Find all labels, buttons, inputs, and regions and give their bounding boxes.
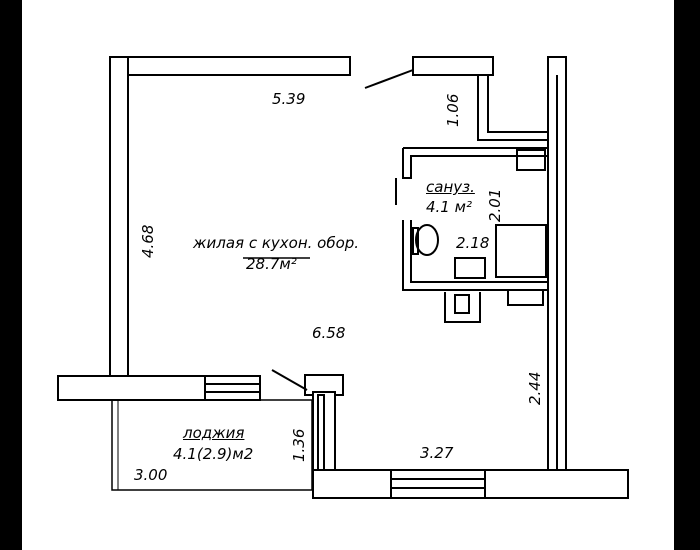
bathroom-area: 4.1 м² — [426, 198, 472, 216]
loggia-wall-left — [57, 375, 209, 401]
dim-bottom-width: 3.27 — [420, 444, 454, 462]
balcony-door — [204, 375, 261, 401]
sink-icon — [454, 257, 486, 279]
living-room-area: 28.7м² — [246, 255, 297, 273]
dim-loggia-depth: 1.36 — [290, 428, 308, 462]
dim-left-height: 4.68 — [139, 224, 157, 258]
dim-right-lower: 2.44 — [526, 371, 544, 405]
bathroom-lower-wall — [402, 220, 548, 291]
dim-bathroom-width: 2.18 — [456, 234, 490, 252]
dim-loggia-width: 3.00 — [134, 466, 168, 484]
kitchen-sink-icon — [444, 292, 481, 323]
bottom-wall-right — [484, 469, 629, 499]
loggia-door-swing — [271, 369, 308, 391]
bottom-window — [389, 469, 486, 499]
bathroom-name: сануз. — [426, 178, 475, 196]
top-wall-right — [412, 56, 494, 76]
dim-bathroom-height: 2.01 — [486, 188, 504, 222]
bath-tub — [495, 224, 547, 278]
entrance-door-swing — [364, 69, 414, 89]
dim-top-width: 5.39 — [272, 90, 306, 108]
loggia-outline — [111, 399, 313, 491]
dim-room-depth: 6.58 — [312, 324, 346, 342]
corridor-partition — [477, 75, 548, 141]
living-room-name: жилая с кухон. обор. — [193, 234, 360, 252]
toilet-icon — [415, 224, 439, 256]
loggia-area: 4.1(2.9)м2 — [173, 445, 254, 463]
dim-bathroom-door: 1.06 — [444, 93, 462, 127]
left-wall — [109, 56, 129, 378]
top-wall — [109, 56, 351, 76]
loggia-name: лоджия — [183, 424, 245, 442]
